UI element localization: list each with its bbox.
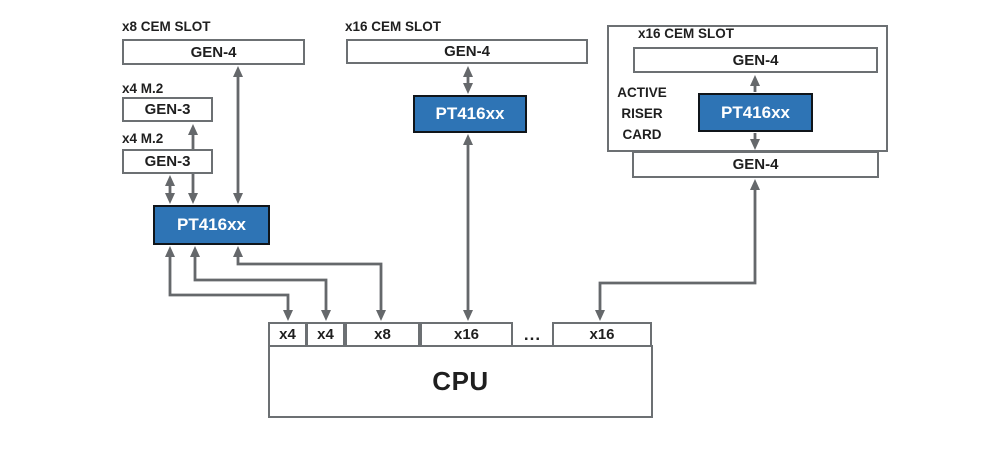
- m2-lower-label: x4 M.2: [122, 131, 164, 146]
- active-riser-card-line: RISER: [621, 106, 663, 121]
- active-riser-card-line: CARD: [622, 127, 662, 142]
- active-riser-card-label: ACTIVE RISER CARD: [610, 82, 674, 145]
- m2-upper-label: x4 M.2: [122, 81, 164, 96]
- riser-slot-gen4-box: GEN-4: [633, 47, 878, 73]
- x16-cem-slot-label: x16 CEM SLOT: [345, 19, 442, 34]
- cpu-ports-ellipsis: ...: [523, 324, 542, 344]
- cpu-port-x4-2: x4: [306, 322, 345, 347]
- riser-x16-cem-slot-label: x16 CEM SLOT: [638, 26, 735, 41]
- x8-cem-slot-gen4-box: GEN-4: [122, 39, 305, 65]
- m2-upper-gen3-box: GEN-3: [122, 97, 213, 122]
- cpu-box: CPU: [268, 345, 653, 418]
- cpu-port-x16-2: x16: [552, 322, 652, 347]
- m2-lower-gen3-box: GEN-3: [122, 149, 213, 174]
- riser-edge-gen4-box: GEN-4: [632, 151, 879, 178]
- cpu-port-x4-1: x4: [268, 322, 307, 347]
- active-riser-card-line: ACTIVE: [617, 85, 667, 100]
- retimer-left-box: PT416xx: [153, 205, 270, 245]
- x16-cem-slot-gen4-box: GEN-4: [346, 39, 588, 64]
- cpu-port-x16-1: x16: [420, 322, 513, 347]
- retimer-middle-box: PT416xx: [413, 95, 527, 133]
- retimer-riser-box: PT416xx: [698, 93, 813, 132]
- x8-cem-slot-label: x8 CEM SLOT: [122, 19, 211, 34]
- cpu-port-x8: x8: [345, 322, 420, 347]
